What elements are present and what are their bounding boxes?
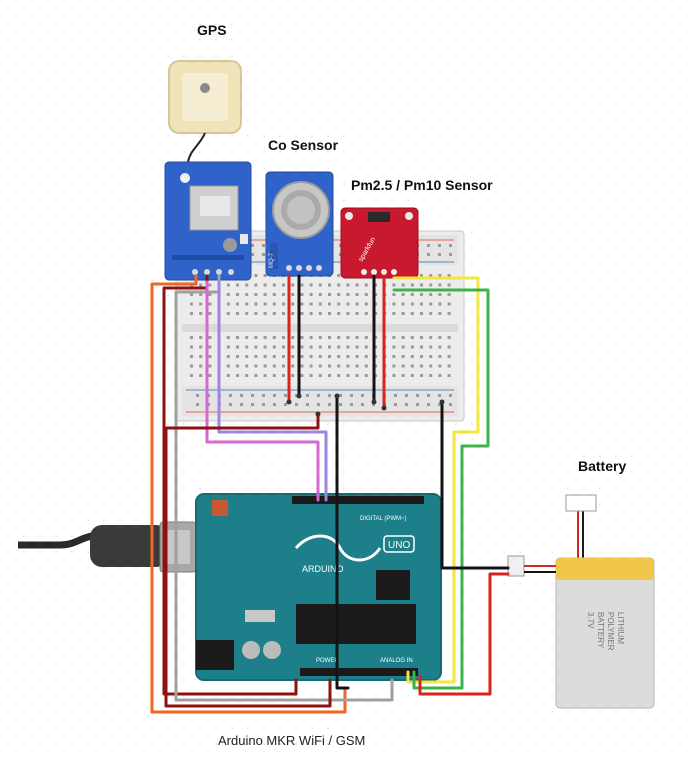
board-label: Arduino MKR WiFi / GSM	[218, 733, 366, 748]
black-wire-gnd	[335, 394, 350, 690]
yellow-wire	[392, 276, 480, 684]
dark-red-wire-vcc	[164, 412, 332, 708]
breadboard-holes	[190, 244, 452, 406]
pm-sensor-label: Pm2.5 / Pm10 Sensor	[351, 177, 493, 193]
analog-header-text: ANALOG IN	[380, 658, 413, 664]
battery-label: Battery	[578, 458, 627, 474]
black-wire-battery	[440, 400, 510, 570]
co-module-text: MQ-7	[269, 252, 275, 268]
board-model-text: UNO	[388, 540, 410, 551]
red-wire-battery	[418, 572, 510, 696]
co-sensor-module: MQ-7	[265, 171, 334, 277]
battery-text-3: BATTERY	[596, 612, 605, 649]
board-brand-text: ARDUINO	[302, 564, 344, 574]
battery-text-4: 3.7V	[586, 612, 595, 629]
battery: LITHIUM POLYMER BATTERY 3.7V	[555, 494, 655, 709]
battery-connector	[507, 555, 556, 577]
green-wire	[392, 288, 490, 690]
gps-antenna	[168, 60, 242, 163]
power-header-text: POWER	[316, 658, 339, 664]
battery-text-1: LITHIUM	[616, 612, 625, 644]
gps-label: GPS	[197, 22, 227, 38]
co-sensor-label: Co Sensor	[268, 137, 339, 153]
arduino-board: ARDUINO UNO DIGITAL (PWM~) ANALOG IN POW…	[195, 493, 442, 681]
digital-header-text: DIGITAL (PWM~)	[360, 516, 407, 522]
lilac-wire	[217, 280, 328, 502]
pink-wire	[205, 280, 320, 502]
gps-module	[164, 161, 252, 281]
battery-text-2: POLYMER	[606, 612, 615, 651]
pm-sensor-module: sparkfun	[340, 207, 419, 279]
orange-wire	[150, 274, 347, 714]
usb-cable	[18, 521, 197, 573]
